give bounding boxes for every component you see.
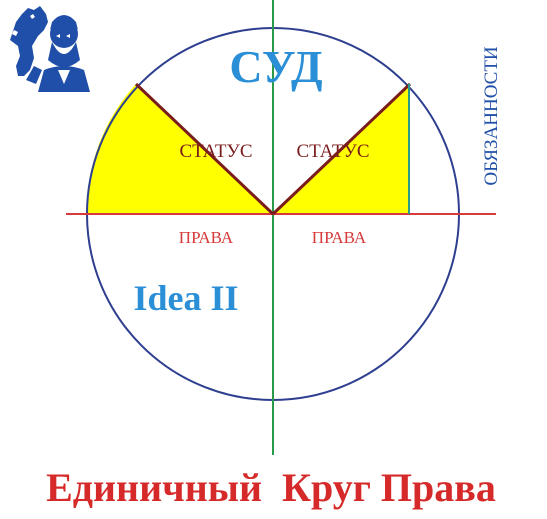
- left-status-sector: [86, 84, 273, 214]
- rights-right-label: ПРАВА: [312, 228, 367, 247]
- left-radius: [134, 82, 275, 216]
- caption-label: Единичный Круг Права: [46, 465, 496, 510]
- court-label: СУД: [229, 41, 323, 92]
- status-left-label: СТАТУС: [179, 141, 252, 162]
- obligations-label: ОБЯЗАННОСТИ: [481, 46, 502, 186]
- status-right-label: СТАТУС: [296, 141, 369, 162]
- rights-left-label: ПРАВА: [179, 228, 234, 247]
- horse-and-man-logo-icon: [10, 6, 90, 92]
- right-radius: [271, 82, 412, 216]
- brand-label: Idea II: [133, 278, 238, 318]
